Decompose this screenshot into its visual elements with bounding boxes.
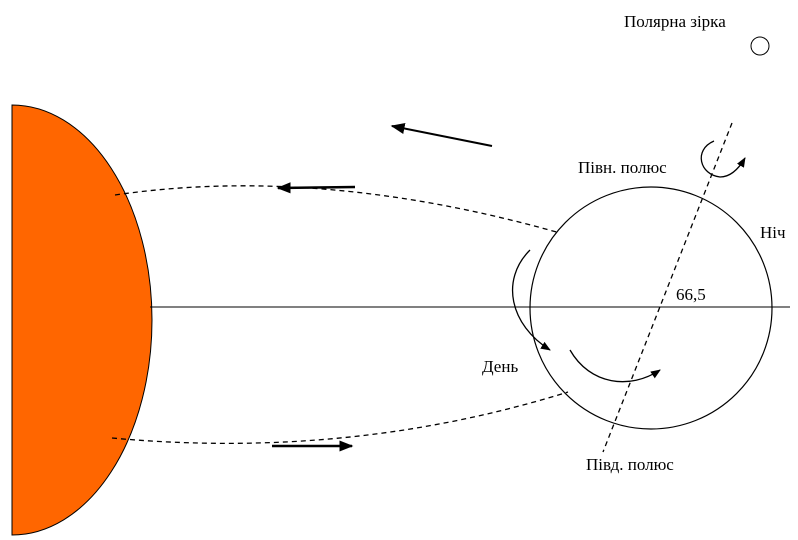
motion-arrow-top xyxy=(390,122,493,147)
rotation-arrow-left xyxy=(511,249,551,351)
day-label: День xyxy=(482,357,518,376)
rotation-arrow-north xyxy=(700,140,746,178)
earth xyxy=(529,186,773,430)
orbit-path-lower xyxy=(111,391,569,445)
sun xyxy=(11,104,153,536)
night-label: Ніч xyxy=(760,223,786,242)
north-pole-label: Півн. полюс xyxy=(578,158,667,177)
south-pole-label: Півд. полюс xyxy=(586,455,674,474)
angle-label: 66,5 xyxy=(676,285,706,304)
rotation-arrow-inner xyxy=(569,349,661,383)
orbit-path-upper xyxy=(114,185,561,234)
orbit-arrow-upper xyxy=(276,182,356,194)
polaris-star xyxy=(750,36,770,56)
earth-axis xyxy=(602,122,733,453)
polaris-label: Полярна зірка xyxy=(624,12,726,31)
